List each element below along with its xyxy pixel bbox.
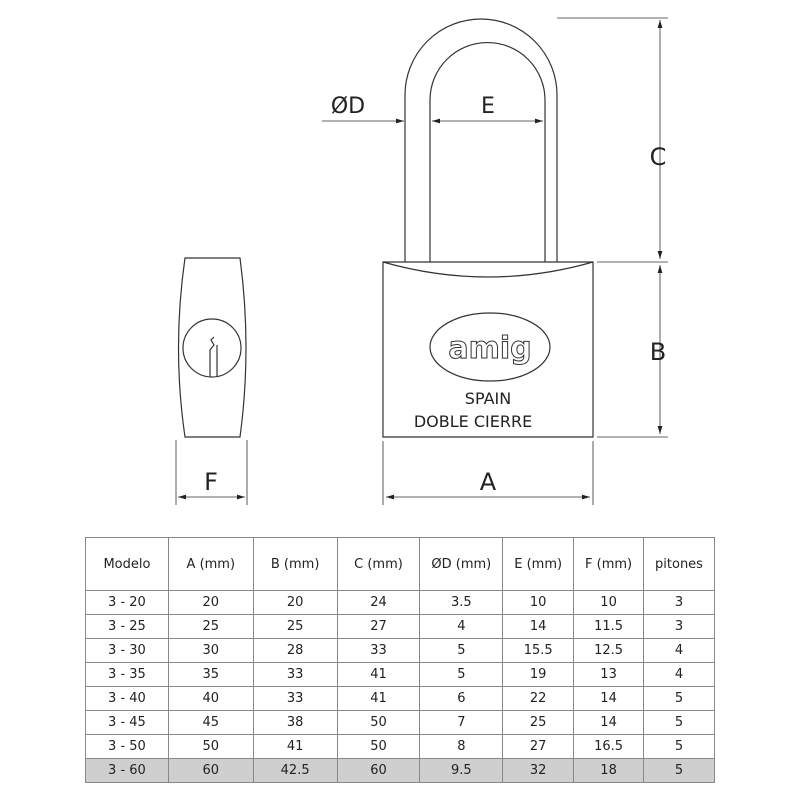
keyhole (182, 318, 242, 378)
table-cell: 30 (167, 638, 254, 663)
table-cell: 33 (252, 662, 338, 687)
table-cell: 41 (252, 734, 338, 759)
logo-oval (429, 312, 551, 382)
table-cell: 20 (252, 590, 338, 615)
table-cell: 3 - 60 (85, 758, 169, 783)
table-cell: 19 (502, 662, 575, 687)
table-cell: 5 (419, 638, 504, 663)
table-cell: 33 (252, 686, 338, 711)
table-cell: 11.5 (573, 614, 645, 639)
table-cell: 3 - 45 (85, 710, 169, 735)
label-E: E (481, 94, 495, 119)
table-cell: 38 (252, 710, 338, 735)
key-slot-icon (209, 336, 218, 377)
table-cell: 18 (573, 758, 645, 783)
table-cell: 4 (419, 614, 504, 639)
column-header: F (mm) (573, 537, 645, 591)
table-cell: 60 (336, 758, 421, 783)
column-header: A (mm) (167, 537, 254, 591)
table-cell: 33 (336, 638, 421, 663)
table-cell: 14 (502, 614, 575, 639)
table-cell: 3 - 50 (85, 734, 169, 759)
table-cell: 14 (573, 710, 645, 735)
shackle (404, 18, 558, 262)
body-text-doble-cierre: DOBLE CIERRE (414, 412, 532, 431)
table-cell: 9.5 (419, 758, 504, 783)
side-view-body (177, 257, 247, 438)
table-cell: 16.5 (573, 734, 645, 759)
label-D: ØD (331, 94, 365, 119)
table-cell: 35 (167, 662, 254, 687)
table-cell: 45 (167, 710, 254, 735)
table-cell: 3 (643, 590, 715, 615)
table-cell: 32 (502, 758, 575, 783)
table-cell: 42.5 (252, 758, 338, 783)
table-cell: 12.5 (573, 638, 645, 663)
column-header: ØD (mm) (419, 537, 504, 591)
table-cell: 5 (643, 686, 715, 711)
table-cell: 27 (336, 614, 421, 639)
table-cell: 50 (167, 734, 254, 759)
table-cell: 5 (643, 710, 715, 735)
table-cell: 3 - 30 (85, 638, 169, 663)
table-cell: 50 (336, 710, 421, 735)
table-cell: 3 (643, 614, 715, 639)
column-header: E (mm) (502, 537, 575, 591)
table-cell: 24 (336, 590, 421, 615)
table-cell: 50 (336, 734, 421, 759)
table-cell: 13 (573, 662, 645, 687)
table-cell: 6 (419, 686, 504, 711)
table-cell: 3.5 (419, 590, 504, 615)
label-C: C (650, 143, 667, 171)
table-cell: 10 (573, 590, 645, 615)
table-cell: 27 (502, 734, 575, 759)
padlock-technical-drawing: amig SPAIN DOBLE CIERRE C B A F ØD E (175, 17, 668, 505)
column-header: B (mm) (252, 537, 338, 591)
table-cell: 20 (167, 590, 254, 615)
table-cell: 41 (336, 662, 421, 687)
table-cell: 25 (502, 710, 575, 735)
table-cell: 5 (419, 662, 504, 687)
table-cell: 7 (419, 710, 504, 735)
label-A: A (480, 468, 497, 496)
table-cell: 3 - 40 (85, 686, 169, 711)
table-cell: 8 (419, 734, 504, 759)
label-F: F (204, 468, 218, 496)
table-cell: 3 - 20 (85, 590, 169, 615)
label-B: B (650, 338, 666, 366)
column-header: C (mm) (336, 537, 421, 591)
table-cell: 28 (252, 638, 338, 663)
logo-text: amig (448, 331, 531, 366)
table-cell: 4 (643, 638, 715, 663)
table-cell: 14 (573, 686, 645, 711)
padlock-body (382, 261, 594, 438)
table-cell: 40 (167, 686, 254, 711)
table-cell: 41 (336, 686, 421, 711)
table-cell: 25 (167, 614, 254, 639)
table-cell: 10 (502, 590, 575, 615)
body-text-spain: SPAIN (465, 389, 511, 408)
table-cell: 25 (252, 614, 338, 639)
table-cell: 3 - 35 (85, 662, 169, 687)
table-cell: 3 - 25 (85, 614, 169, 639)
column-header: pitones (643, 537, 715, 591)
table-cell: 22 (502, 686, 575, 711)
column-header: Modelo (85, 537, 169, 591)
table-cell: 5 (643, 758, 715, 783)
table-cell: 5 (643, 734, 715, 759)
table-cell: 60 (167, 758, 254, 783)
table-cell: 4 (643, 662, 715, 687)
table-cell: 15.5 (502, 638, 575, 663)
